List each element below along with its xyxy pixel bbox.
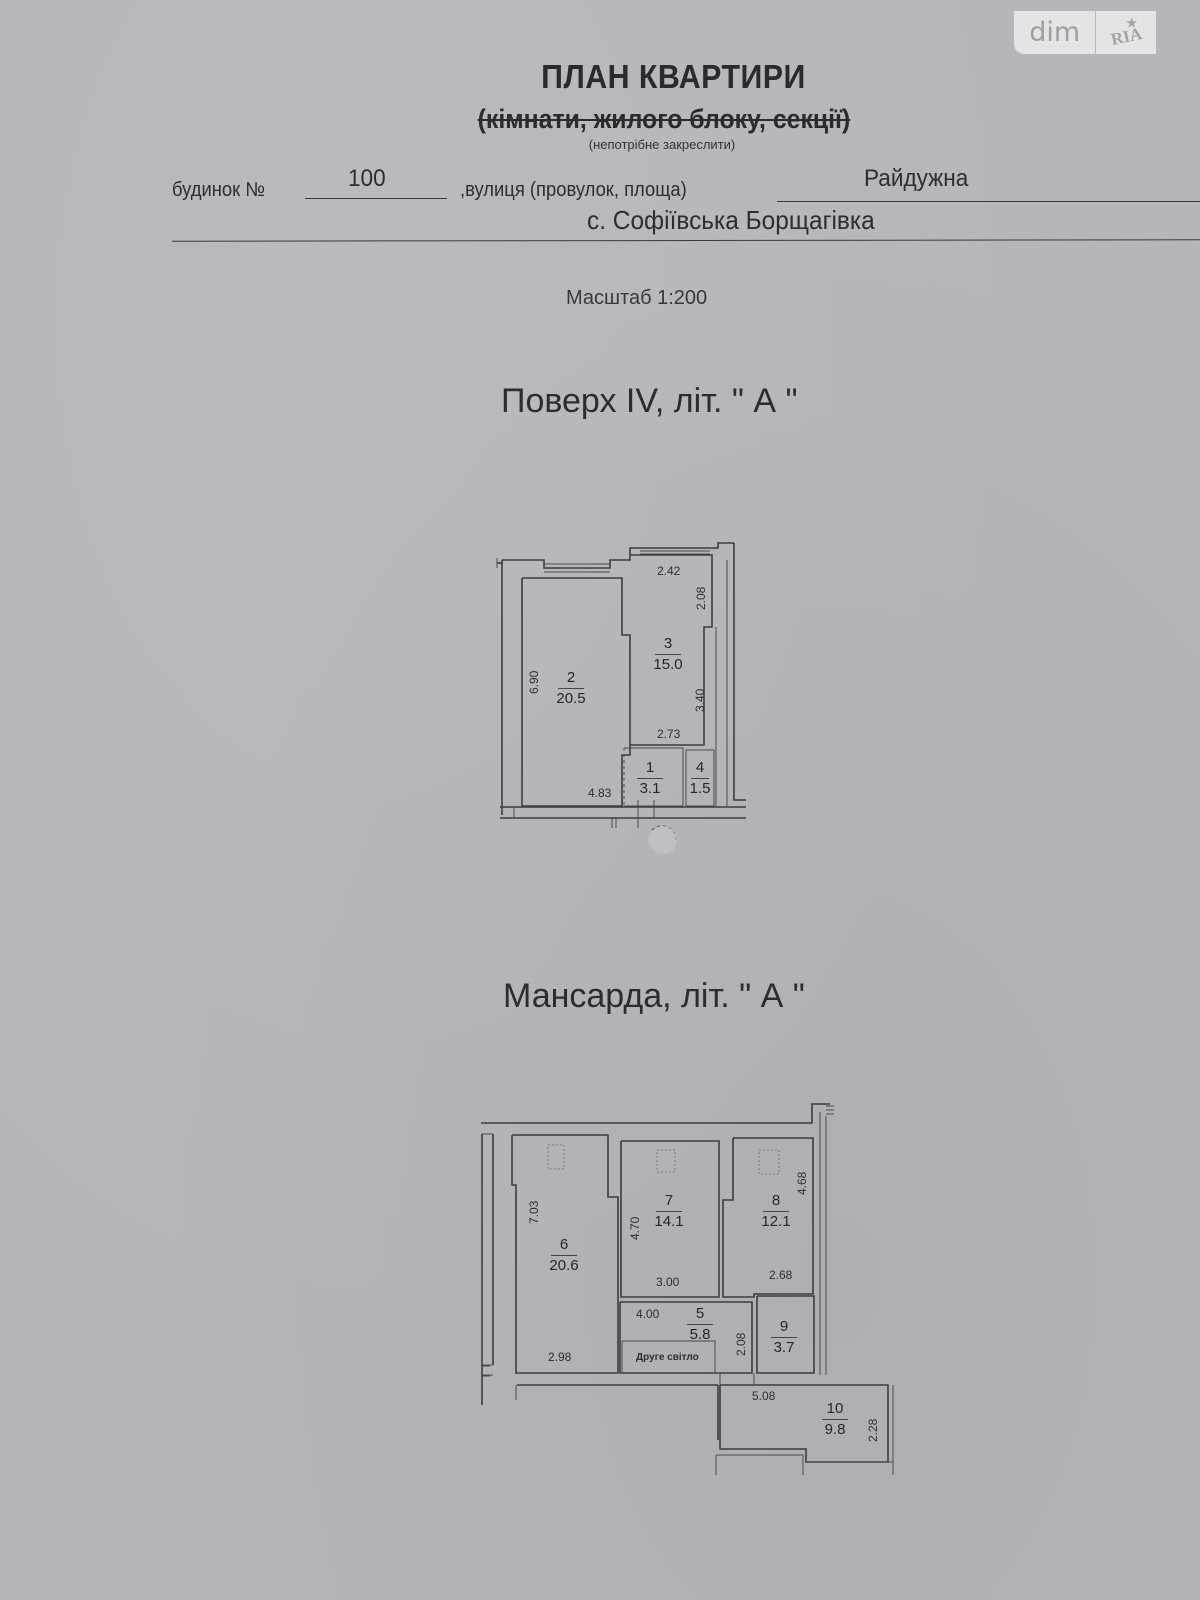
second-light-label: Друге світло xyxy=(636,1352,699,1363)
street-value: Райдужна xyxy=(864,165,969,192)
dim-4-00: 4.00 xyxy=(636,1307,660,1321)
strike-note: (непотрібне закреслити) xyxy=(588,137,736,152)
room-area: 1.5 xyxy=(689,779,711,797)
room-number: 10 xyxy=(822,1400,848,1420)
watermark-ria-logo: ★ RIA xyxy=(1096,11,1156,54)
dim-2-73: 2.73 xyxy=(657,727,681,741)
room-number: 1 xyxy=(637,759,663,779)
room-area: 5.8 xyxy=(689,1325,711,1343)
mansard-room-8: 8 12.1 xyxy=(751,1192,801,1230)
house-number-value: 100 xyxy=(348,165,386,192)
room-area: 20.6 xyxy=(549,1256,579,1274)
room-number: 5 xyxy=(687,1305,713,1325)
room-number: 3 xyxy=(655,635,681,655)
room-area: 20.5 xyxy=(556,689,586,707)
floor-iv-room-2: 2 20.5 xyxy=(546,669,596,707)
document-subtitle: (кімнати, жилого блоку, секції) xyxy=(53,104,1200,135)
floor-iv-title: Поверх IV, літ. " А " xyxy=(501,382,798,420)
mansard-room-9: 9 3.7 xyxy=(759,1318,809,1356)
floor-iv-room-4: 4 1.5 xyxy=(675,759,725,797)
mansard-room-5: 5 5.8 xyxy=(675,1305,725,1343)
mansard-room-10: 10 9.8 xyxy=(810,1400,860,1438)
room-area: 3.7 xyxy=(773,1338,795,1356)
dim-ria-watermark: dim ★ RIA xyxy=(1014,11,1156,54)
street-label: ,вулиця (провулок, площа) xyxy=(460,179,687,201)
dim-2-28: 2.28 xyxy=(866,1418,880,1442)
room-number: 4 xyxy=(691,759,709,779)
mansard-room-7: 7 14.1 xyxy=(644,1192,694,1230)
room-number: 7 xyxy=(656,1192,682,1212)
star-icon: ★ xyxy=(1126,16,1138,30)
room-area: 15.0 xyxy=(653,655,683,673)
scale-label: Масштаб 1:200 xyxy=(566,287,708,309)
dim-2-68: 2.68 xyxy=(769,1268,793,1282)
village-name: с. Софіївська Борщагівка xyxy=(587,205,875,235)
room-number: 9 xyxy=(771,1318,797,1338)
room-area: 12.1 xyxy=(761,1212,791,1230)
floor-iv-room-3: 3 15.0 xyxy=(643,635,693,673)
floor-iv-room-1: 1 3.1 xyxy=(625,759,675,797)
house-number-label: будинок № xyxy=(172,179,266,201)
room-number: 8 xyxy=(763,1192,789,1212)
room-number: 2 xyxy=(558,669,584,689)
room-area: 14.1 xyxy=(654,1212,684,1230)
dim-2-42: 2.42 xyxy=(657,564,681,578)
dim-3-00: 3.00 xyxy=(656,1275,680,1289)
room-area: 9.8 xyxy=(824,1420,846,1438)
dim-7-03: 7.03 xyxy=(527,1200,541,1224)
dim-4-83: 4.83 xyxy=(588,786,612,800)
dim-2-08: 2.08 xyxy=(734,1332,748,1356)
mansard-room-6: 6 20.6 xyxy=(539,1236,589,1274)
watermark-dim-text: dim xyxy=(1014,11,1097,54)
struck-subtitle-text: (кімнати, жилого блоку, секції) xyxy=(477,104,851,134)
dim-4-68: 4.68 xyxy=(795,1171,809,1195)
mansard-title: Мансарда, літ. " А " xyxy=(503,977,805,1015)
street-underline xyxy=(777,201,1200,202)
address-row: будинок № 100 ,вулиця (провулок, площа) … xyxy=(172,165,1200,205)
dim-2-98: 2.98 xyxy=(548,1350,572,1364)
room-number: 6 xyxy=(551,1236,577,1256)
dim-5-08: 5.08 xyxy=(752,1389,776,1403)
document-title: ПЛАН КВАРТИРИ xyxy=(541,58,806,95)
room-area: 3.1 xyxy=(639,779,661,797)
house-number-underline xyxy=(305,198,447,199)
dim-4-70: 4.70 xyxy=(628,1216,642,1240)
